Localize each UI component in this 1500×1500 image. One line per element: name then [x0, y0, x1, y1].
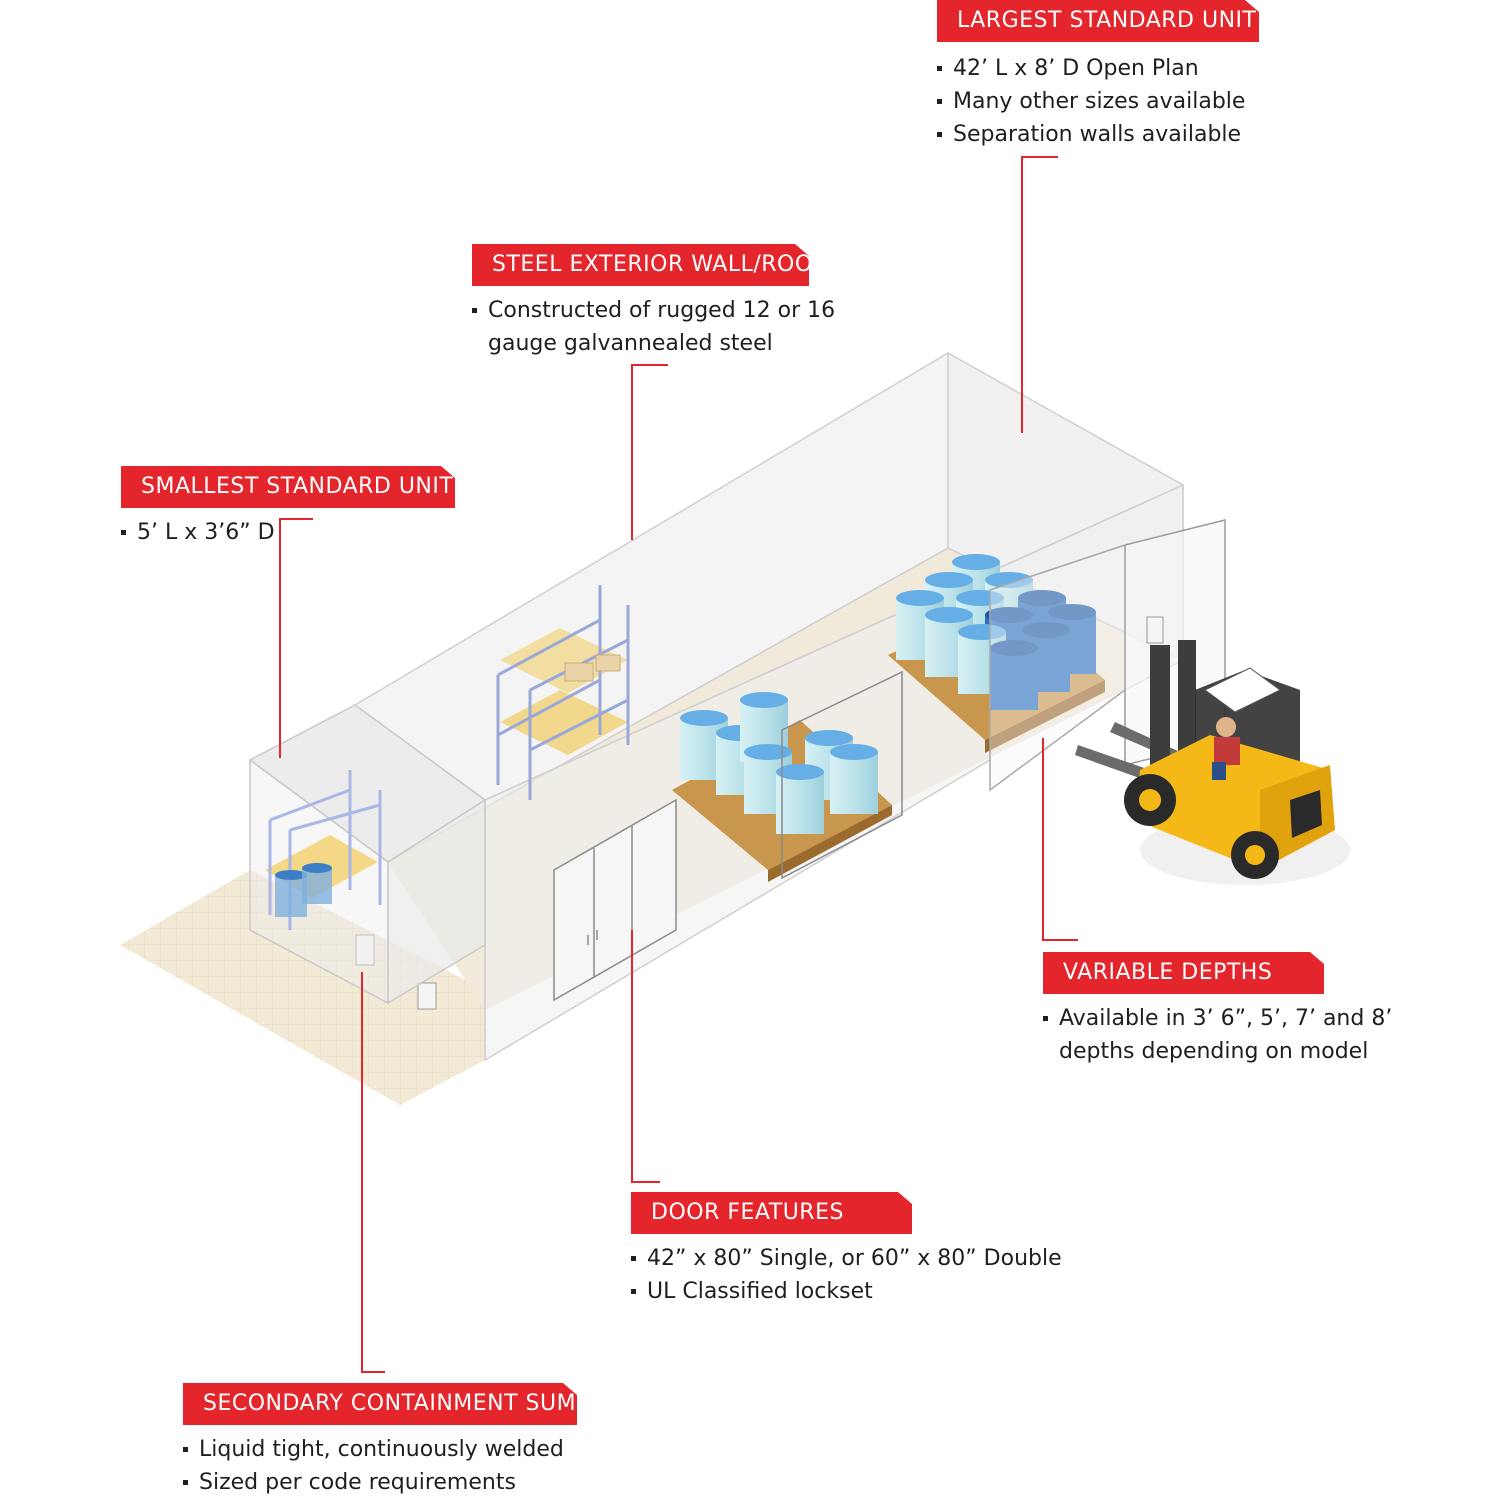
middle-door: [781, 670, 903, 880]
barrels-middle: [680, 692, 878, 834]
callout-title-text: STEEL EXTERIOR WALL/ROOF: [492, 252, 826, 277]
title-banner: [937, 0, 1259, 42]
tiled-floor: [120, 870, 485, 1105]
title-banner: [1043, 952, 1324, 994]
callout-item: 42” x 80” Single, or 60” x 80” Double: [631, 1242, 1062, 1275]
barrels-right: [896, 554, 1096, 710]
callout-item: Liquid tight, continuously welded: [183, 1433, 577, 1466]
callout-items: 42” x 80” Single, or 60” x 80” Double UL…: [631, 1242, 1062, 1308]
callout-item: Sized per code requirements: [183, 1466, 577, 1499]
callout-title: DOOR FEATURES: [631, 1192, 912, 1234]
title-banner: [472, 244, 809, 286]
callout-item: depths depending on model: [1059, 1039, 1369, 1064]
bullet-icon: [183, 1447, 188, 1452]
callout-item: gauge galvannealed steel: [488, 331, 773, 356]
leader-door: [631, 930, 660, 1183]
callout-item: Separation walls available: [937, 118, 1259, 151]
callout-title: SECONDARY CONTAINMENT SUMP: [183, 1383, 589, 1425]
forklift: [1075, 640, 1350, 885]
leader-smallest: [279, 518, 313, 758]
leader-largest: [1021, 156, 1058, 433]
callout-items: 5’ L x 3’6” D: [121, 516, 455, 549]
callout-smallest-unit: SMALLEST STANDARD UNIT 5’ L x 3’6” D: [121, 466, 455, 549]
bullet-icon: [1043, 1016, 1048, 1021]
callout-items: 42’ L x 8’ D Open Plan Many other sizes …: [937, 52, 1259, 151]
leader-sump: [361, 972, 385, 1373]
callout-item: Many other sizes available: [937, 85, 1259, 118]
leader-lines: [279, 156, 1078, 1373]
leader-depths: [1042, 738, 1078, 941]
title-banner: [631, 1192, 912, 1234]
bullet-icon: [183, 1480, 188, 1485]
callout-item: UL Classified lockset: [631, 1275, 1062, 1308]
callout-door-features: DOOR FEATURES 42” x 80” Single, or 60” x…: [631, 1192, 1062, 1308]
callout-title: SMALLEST STANDARD UNIT: [121, 466, 455, 508]
callout-largest-unit: LARGEST STANDARD UNIT 42’ L x 8’ D Open …: [937, 0, 1259, 151]
callout-title: LARGEST STANDARD UNIT: [937, 0, 1259, 42]
vent: [355, 616, 1164, 1010]
title-banner: [183, 1383, 577, 1425]
bullet-icon: [937, 99, 942, 104]
bullet-icon: [472, 308, 477, 313]
callout-items: Constructed of rugged 12 or 16 gauge gal…: [472, 294, 835, 360]
bullet-icon: [121, 530, 126, 535]
callout-item: 5’ L x 3’6” D: [121, 516, 455, 549]
callout-items: Liquid tight, continuously welded Sized …: [183, 1433, 577, 1499]
bullet-icon: [631, 1289, 636, 1294]
title-banner: [121, 466, 455, 508]
leader-steel: [631, 364, 668, 540]
storage-rack: [496, 585, 630, 800]
small-unit: [248, 704, 487, 1005]
end-door-leaf: [989, 543, 1126, 792]
callout-title-text: DOOR FEATURES: [651, 1200, 844, 1225]
callout-items: Available in 3’ 6”, 5’, 7’ and 8’ depths…: [1043, 1002, 1392, 1068]
double-door: [553, 798, 677, 1002]
callout-item: Constructed of rugged 12 or 16: [472, 294, 835, 327]
callout-title: VARIABLE DEPTHS: [1043, 952, 1324, 994]
bullet-icon: [631, 1256, 636, 1261]
callout-item: 42’ L x 8’ D Open Plan: [937, 52, 1259, 85]
bullet-icon: [937, 66, 942, 71]
callout-item: Available in 3’ 6”, 5’, 7’ and 8’: [1043, 1002, 1392, 1035]
callout-steel-wall: STEEL EXTERIOR WALL/ROOF Constructed of …: [472, 244, 835, 360]
boxes: [564, 654, 621, 682]
callout-title-text: SMALLEST STANDARD UNIT: [141, 474, 454, 499]
callout-title-text: VARIABLE DEPTHS: [1063, 960, 1273, 985]
callout-title-text: LARGEST STANDARD UNIT: [957, 8, 1257, 33]
callout-title-text: SECONDARY CONTAINMENT SUMP: [203, 1391, 590, 1416]
callout-containment-sump: SECONDARY CONTAINMENT SUMP Liquid tight,…: [183, 1383, 589, 1499]
callout-title: STEEL EXTERIOR WALL/ROOF: [472, 244, 825, 286]
callout-variable-depths: VARIABLE DEPTHS Available in 3’ 6”, 5’, …: [1043, 952, 1392, 1068]
bullet-icon: [937, 132, 942, 137]
